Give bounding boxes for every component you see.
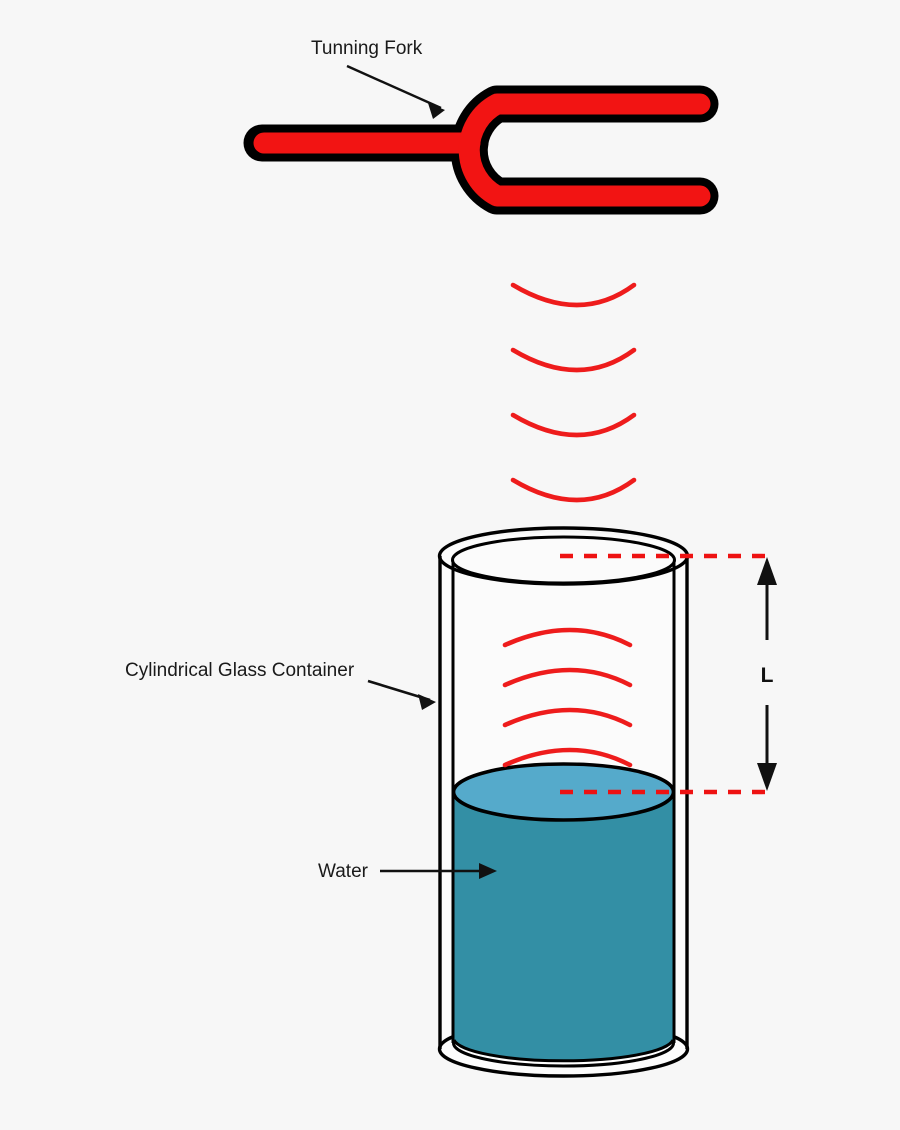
wave-arc-inside-1 [502,627,633,648]
container-label: Cylindrical Glass Container [125,660,355,681]
water-leader-arrow [380,863,497,879]
wave-arc-inside-2 [502,667,633,688]
wave-arc-inside-3 [502,707,633,728]
tuning-fork-leader-arrow [346,64,445,119]
water-bottom-edge [452,1039,675,1063]
wave-arc-air-3 [510,412,637,438]
water [451,762,676,1063]
dimension-arrowhead-down [757,763,777,791]
dashed-guide-lines [560,553,775,795]
tuning-fork-body [253,93,711,207]
water-body [454,792,673,1061]
dimension-arrowhead-up [757,557,777,585]
wave-arc-air-1 [510,282,637,308]
wave-arc-air-2 [510,347,637,373]
tuning-fork-label: Tunning Fork [311,38,423,59]
dimension-length-label: L [761,664,774,687]
container-leader-arrow [367,679,436,710]
wave-arc-air-4 [510,477,637,503]
wave-arc-inside-4 [502,747,633,768]
glass-walls [437,526,690,1049]
sound-waves-inside [502,627,633,768]
water-label: Water [318,861,369,882]
glass-rim-inner [451,535,676,585]
tuning-fork [243,85,719,215]
air-column-dimension: L [757,557,777,791]
sound-waves-air [510,282,637,503]
